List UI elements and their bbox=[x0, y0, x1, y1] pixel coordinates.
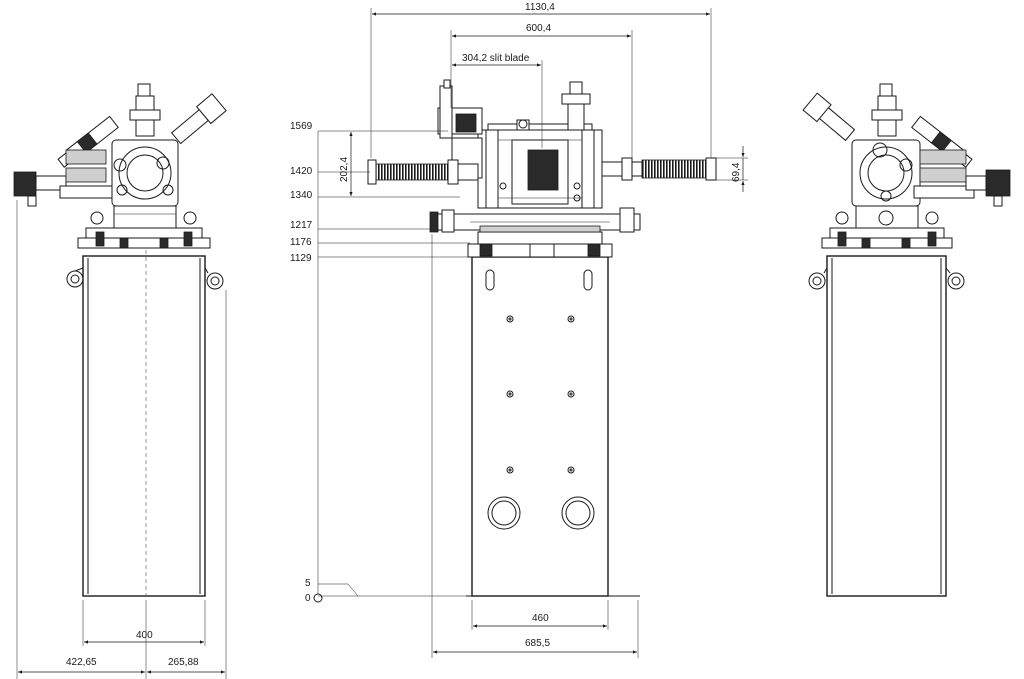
level-1176: 1176 bbox=[290, 237, 312, 248]
dim-flange-span: 600,4 bbox=[526, 23, 551, 34]
left-stand-box bbox=[82, 255, 206, 597]
right-bellows bbox=[641, 159, 707, 179]
right-lifting-eye-right bbox=[945, 267, 965, 290]
dim-center-base-width: 685,5 bbox=[525, 638, 550, 649]
dim-bellows-center: 202,4 bbox=[339, 157, 350, 182]
dim-left-stand-width: 400 bbox=[136, 630, 153, 641]
left-lifting-eye-right bbox=[204, 267, 224, 290]
height-levels: 1569 1420 1340 1217 1176 1129 5 0 bbox=[290, 121, 472, 604]
right-side-view bbox=[802, 83, 1011, 597]
dim-slit-blade: 304,2 slit blade bbox=[462, 53, 530, 64]
level-1420: 1420 bbox=[290, 166, 313, 177]
right-lifting-eye-left bbox=[808, 267, 828, 290]
dim-center-stand-width: 460 bbox=[532, 613, 549, 624]
center-view-dimensions: 1130,4 600,4 304,2 slit blade 1569 1420 … bbox=[290, 2, 748, 658]
dim-port-height: 69,4 bbox=[731, 162, 742, 182]
center-stand-box bbox=[471, 256, 609, 597]
left-lifting-eye-left bbox=[66, 267, 84, 288]
left-view-dimensions: 400 422,65 265,88 bbox=[16, 200, 227, 679]
level-0: 0 bbox=[305, 593, 311, 604]
left-bellows bbox=[375, 163, 449, 181]
dim-left-offset-right: 265,88 bbox=[168, 657, 199, 668]
dim-left-offset-left: 422,65 bbox=[66, 657, 97, 668]
level-1217: 1217 bbox=[290, 220, 313, 231]
right-chamber bbox=[851, 139, 921, 207]
left-chamber bbox=[111, 139, 179, 207]
level-1129: 1129 bbox=[290, 253, 312, 264]
dim-overall-width: 1130,4 bbox=[525, 2, 555, 13]
center-large-ports bbox=[487, 496, 595, 530]
level-1340: 1340 bbox=[290, 190, 313, 201]
center-front-view bbox=[367, 79, 717, 597]
level-1569: 1569 bbox=[290, 121, 313, 132]
center-bolt-holes bbox=[506, 315, 575, 474]
level-5: 5 bbox=[305, 578, 311, 589]
left-side-view bbox=[13, 83, 227, 600]
right-stand-box bbox=[826, 255, 947, 597]
